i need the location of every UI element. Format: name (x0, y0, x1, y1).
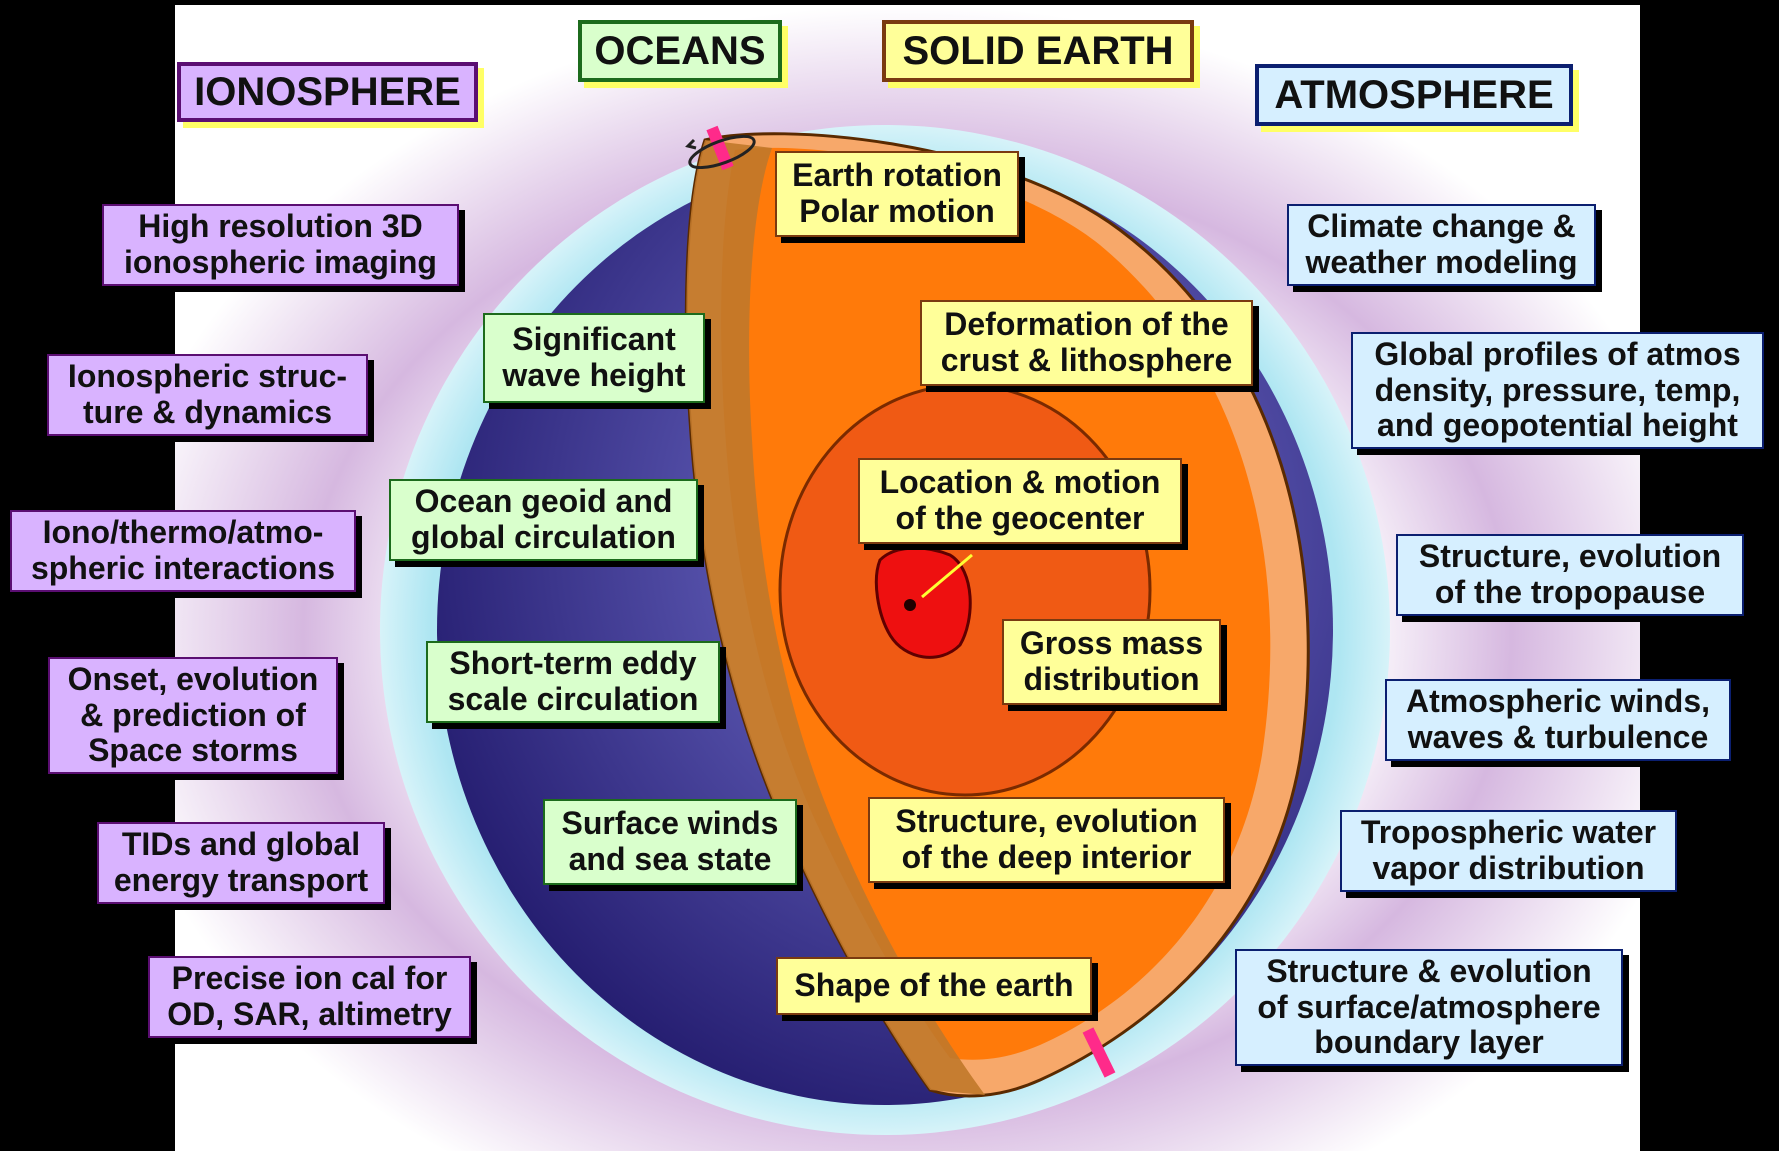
earth-item-shape: Shape of the earth (776, 957, 1092, 1015)
ocean-item-eddy-circulation: Short-term eddy scale circulation (426, 641, 720, 723)
geocenter-dot-icon (904, 599, 916, 611)
iono-item-tids: TIDs and global energy transport (97, 822, 385, 904)
iono-item-structure-dynamics: Ionospheric struc- ture & dynamics (47, 354, 368, 436)
earth-item-rotation: Earth rotation Polar motion (775, 151, 1019, 237)
iono-item-space-storms: Onset, evolution & prediction of Space s… (48, 657, 338, 774)
earth-item-geocenter: Location & motion of the geocenter (858, 458, 1182, 544)
ocean-item-wave-height: Significant wave height (483, 313, 705, 403)
atmo-item-global-profiles: Global profiles of atmos density, pressu… (1351, 332, 1764, 449)
atmo-item-boundary-layer: Structure & evolution of surface/atmosph… (1235, 949, 1623, 1066)
iono-item-3d-imaging: High resolution 3D ionospheric imaging (102, 204, 459, 286)
ocean-item-surface-winds: Surface winds and sea state (543, 799, 797, 885)
header-ionosphere: IONOSPHERE (177, 62, 478, 122)
ocean-item-geoid-circulation: Ocean geoid and global circulation (389, 479, 698, 561)
atmo-item-climate: Climate change & weather modeling (1287, 204, 1596, 286)
iono-item-ion-cal: Precise ion cal for OD, SAR, altimetry (148, 956, 471, 1038)
atmo-item-water-vapor: Tropospheric water vapor distribution (1340, 810, 1677, 892)
earth-item-deformation: Deformation of the crust & lithosphere (920, 300, 1253, 386)
atmo-item-winds-waves: Atmospheric winds, waves & turbulence (1385, 679, 1731, 761)
header-atmosphere: ATMOSPHERE (1255, 64, 1573, 126)
iono-item-interactions: Iono/thermo/atmo- spheric interactions (10, 510, 356, 592)
earth-item-deep-interior: Structure, evolution of the deep interio… (868, 797, 1225, 883)
atmo-item-tropopause: Structure, evolution of the tropopause (1396, 534, 1744, 616)
header-oceans: OCEANS (578, 20, 782, 82)
header-solid-earth: SOLID EARTH (882, 20, 1194, 82)
earth-item-gross-mass: Gross mass distribution (1002, 619, 1221, 705)
